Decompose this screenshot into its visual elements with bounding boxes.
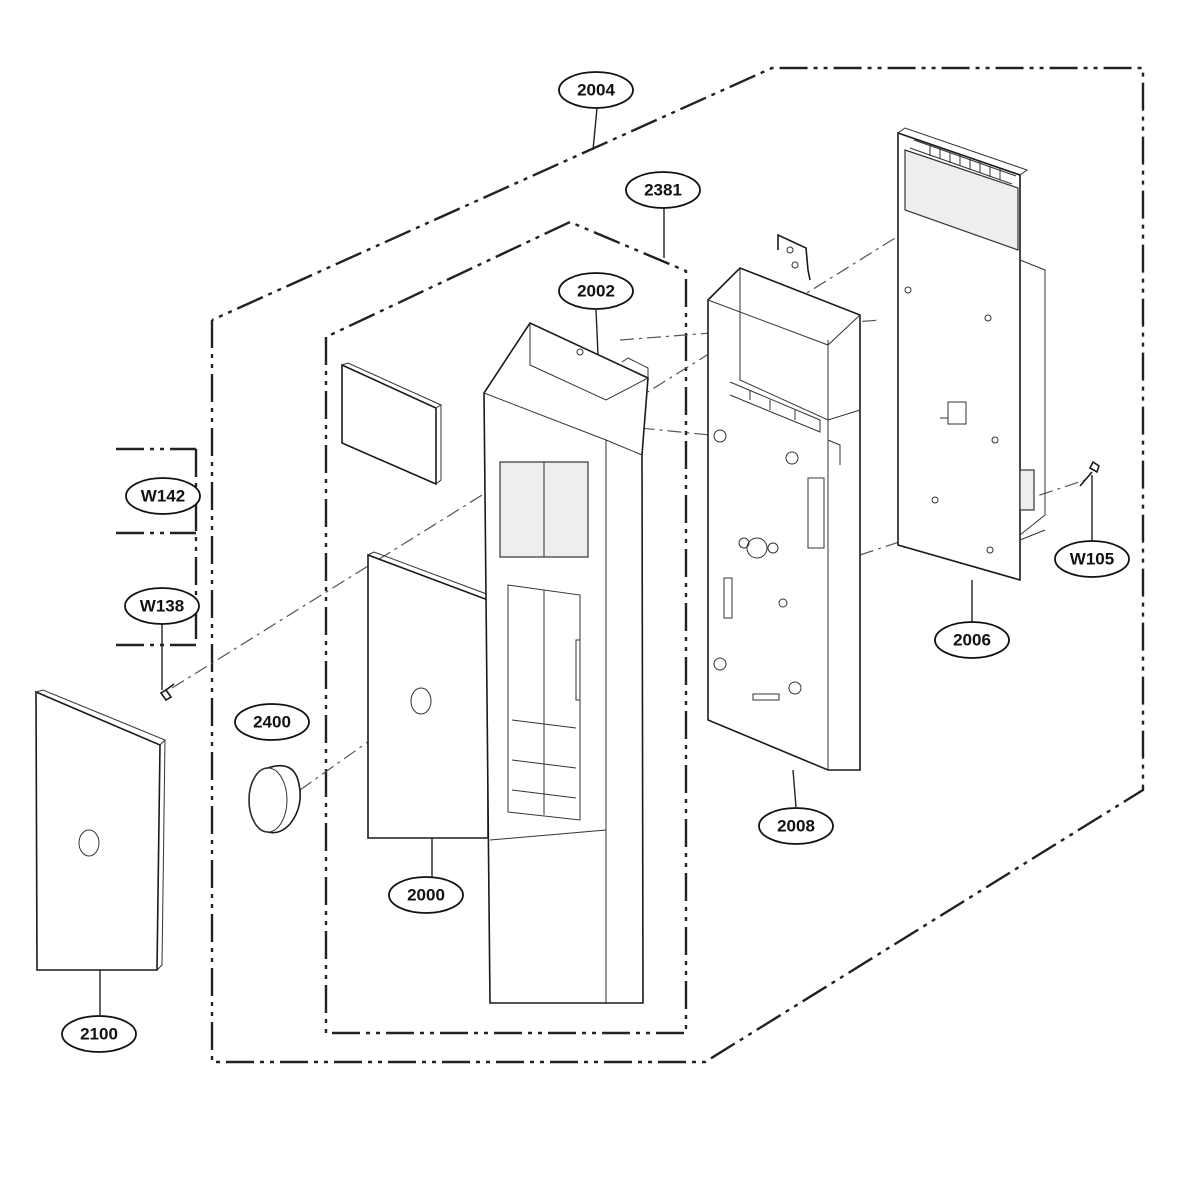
callout-2400: 2400 bbox=[234, 703, 310, 741]
callout-2100-label: 2100 bbox=[80, 1025, 118, 1044]
callout-2381-label: 2381 bbox=[644, 181, 682, 200]
leader-lines bbox=[99, 107, 1093, 1015]
callout-w138: W138 bbox=[124, 587, 200, 625]
part-2002-control-panel bbox=[483, 321, 649, 1004]
callout-2008-label: 2008 bbox=[777, 817, 815, 836]
label-sticker bbox=[341, 362, 443, 486]
assembly-2381-boundary bbox=[324, 220, 688, 1035]
part-2006-pcb bbox=[897, 127, 1046, 582]
callout-2000: 2000 bbox=[388, 876, 464, 914]
screw-w105 bbox=[1079, 460, 1100, 487]
callout-2002: 2002 bbox=[558, 272, 634, 310]
callout-w142-label: W142 bbox=[141, 487, 185, 506]
callout-2004: 2004 bbox=[558, 71, 634, 109]
callout-2002-label: 2002 bbox=[577, 282, 615, 301]
assembly-2004-boundary bbox=[210, 66, 1145, 1064]
callout-w105: W105 bbox=[1054, 540, 1130, 578]
callout-2381: 2381 bbox=[625, 171, 701, 209]
callout-2100: 2100 bbox=[61, 1015, 137, 1053]
callout-2004-label: 2004 bbox=[577, 81, 615, 100]
callout-2008: 2008 bbox=[758, 807, 834, 845]
callout-2400-label: 2400 bbox=[253, 713, 291, 732]
screw-w138 bbox=[159, 683, 175, 702]
callout-w105-label: W105 bbox=[1070, 550, 1114, 569]
callout-w138-label: W138 bbox=[140, 597, 184, 616]
callout-2006-label: 2006 bbox=[953, 631, 991, 650]
callout-2006: 2006 bbox=[934, 621, 1010, 659]
part-2008-mounting-bracket bbox=[707, 233, 861, 771]
callout-w142: W142 bbox=[125, 477, 201, 515]
part-2100-cover-panel bbox=[35, 689, 166, 971]
part-2400-knob bbox=[248, 764, 301, 834]
callout-2000-label: 2000 bbox=[407, 886, 445, 905]
